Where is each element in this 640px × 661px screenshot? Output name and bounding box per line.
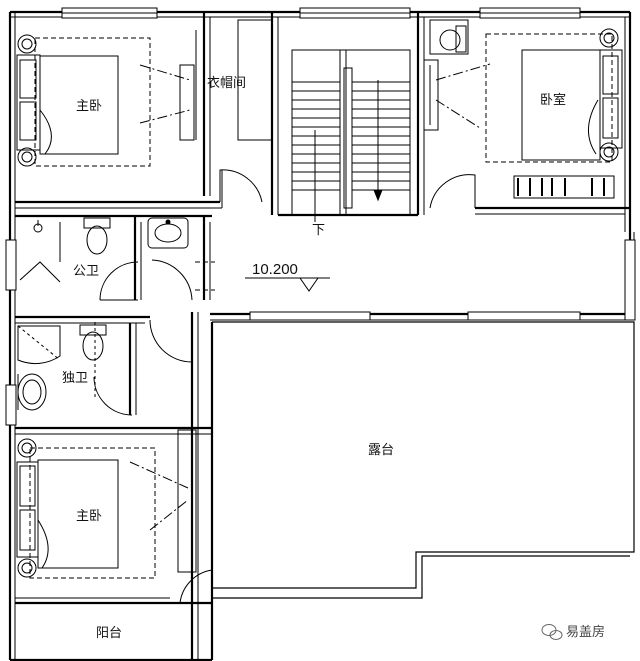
windows	[5, 7, 636, 426]
room-label-walk-in-closet: 衣帽间	[207, 75, 246, 91]
wechat-icon	[541, 624, 563, 640]
stair-down-label: 下	[312, 223, 325, 238]
room-label-public-bathroom: 公卫	[73, 264, 99, 279]
level-marker: 10.200	[245, 261, 330, 292]
closet-storage	[177, 19, 615, 573]
bedroom-bed-right	[429, 19, 623, 163]
room-label-bedroom: 卧室	[540, 92, 566, 108]
bathroom-fixtures	[17, 217, 189, 411]
room-label-master-bedroom-bottom: 主卧	[76, 509, 102, 524]
room-label-terrace: 露台	[368, 443, 394, 458]
room-label-master-bedroom-top: 主卧	[76, 99, 102, 114]
master-bed-top	[16, 34, 191, 167]
terrace-parapet	[212, 321, 635, 599]
watermark-text: 易盖房	[566, 624, 605, 640]
room-labels: 主卧 衣帽间 卧室 公卫 独卫 露台 主卧 阳台 下	[62, 75, 566, 641]
master-bed-bottom	[16, 438, 189, 579]
watermark: 易盖房	[541, 624, 605, 640]
staircase	[291, 49, 411, 222]
room-label-balcony: 阳台	[96, 626, 122, 641]
room-label-private-bathroom: 独卫	[62, 371, 88, 386]
dashed-openings	[195, 261, 215, 291]
level-elevation-label: 10.200	[252, 261, 298, 278]
